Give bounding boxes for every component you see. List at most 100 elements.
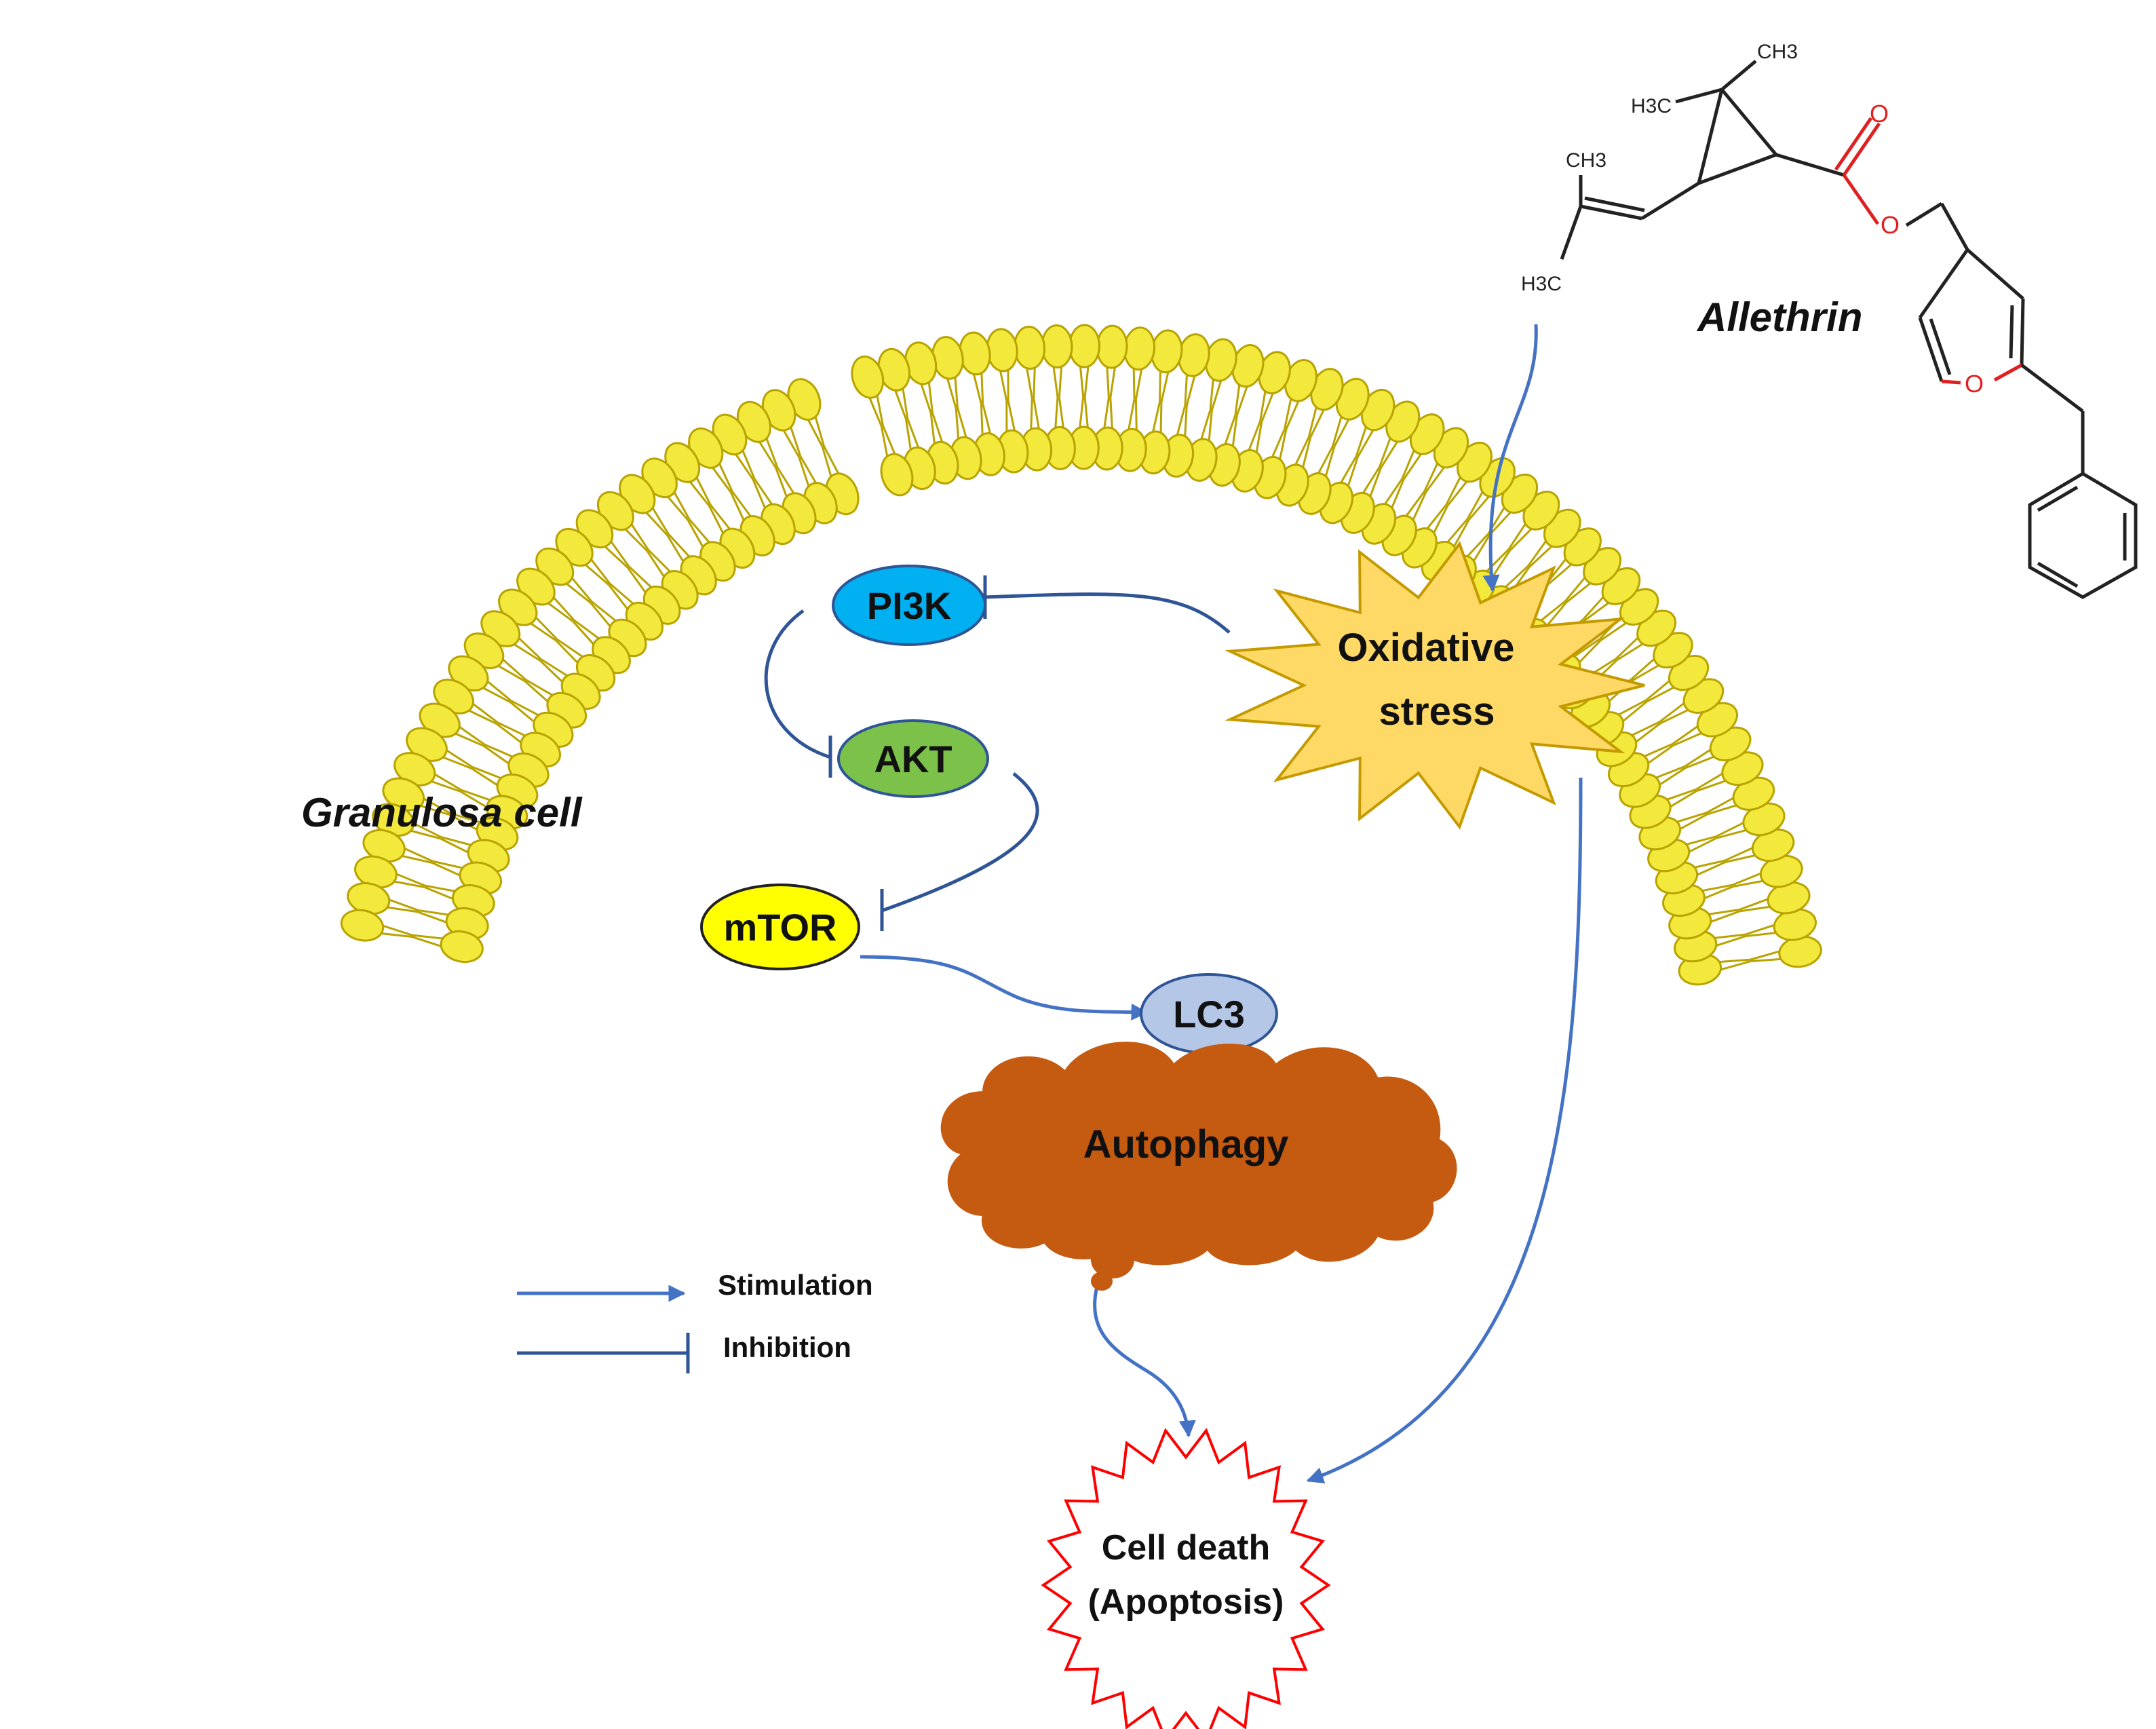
cell-death-node: Cell death (Apoptosis) (1041, 1428, 1331, 1729)
lipid-tail (608, 584, 630, 611)
lipid-tail (1307, 405, 1318, 438)
lipid-tail (821, 446, 833, 478)
lipid-tail (591, 601, 618, 623)
lipid-tail (540, 658, 569, 678)
lipid-tail (444, 748, 474, 768)
lipid-tail (1109, 366, 1117, 398)
mtor-node: mTOR (700, 884, 860, 970)
lipid-head (440, 930, 484, 964)
akt-node: AKT (837, 719, 989, 798)
lipid-tail (572, 620, 596, 646)
lipid-tail (433, 772, 462, 791)
lc3-node: LC3 (1140, 973, 1278, 1054)
lipid-tail (525, 679, 554, 697)
lipid-tail (1547, 563, 1573, 586)
lipid-tail (609, 539, 630, 567)
lipid-tail (1503, 565, 1529, 589)
lipid-tail (752, 479, 767, 510)
lipid-tail (688, 518, 711, 544)
methyl-label: H3C (1521, 273, 1562, 295)
lipid-tail (1446, 480, 1469, 506)
lipid-tail (1665, 788, 1697, 801)
lipid-tail (1390, 478, 1405, 510)
lipid-tail (1732, 879, 1765, 888)
lipid-tail (570, 576, 593, 603)
lipid-tail (1634, 722, 1661, 744)
lipid-tail (946, 377, 957, 408)
lipid-tail (412, 822, 442, 838)
lipid-tail (718, 461, 733, 492)
lipid-tail (432, 860, 465, 870)
oxygen-label: O (1965, 370, 1984, 398)
lipid-tail (1615, 636, 1640, 660)
lipid-tail (1507, 522, 1527, 550)
lipid-tail (1127, 399, 1136, 432)
lipid-tail (1411, 491, 1427, 522)
lipid-tail (1583, 601, 1611, 622)
lipid-tail (1285, 399, 1301, 430)
lipid-tail (1033, 398, 1041, 431)
lipid-tail (695, 476, 712, 506)
lipid-tail (534, 615, 558, 641)
lipid-tail (880, 425, 889, 458)
lipid-tail (412, 934, 444, 940)
lipid-tail (711, 466, 732, 493)
granulosa-cell-label: Granulosa cell (301, 790, 583, 835)
lipid-tail (1260, 392, 1275, 423)
lipid-tail (980, 404, 984, 436)
lipid-tail (417, 909, 450, 916)
lipid-tail (1739, 897, 1770, 911)
lipid-tail (1724, 846, 1754, 862)
lipid-tail (776, 466, 796, 495)
stimulation-legend-label: Stimulation (718, 1269, 873, 1301)
lipid-tail (999, 369, 1008, 401)
lipid-tail (1151, 401, 1161, 434)
lipid-tail (972, 373, 982, 404)
lipid-tail (497, 721, 527, 738)
lipid-tail (672, 491, 691, 520)
lipid-tail (1696, 779, 1728, 792)
lipid-tail (1685, 835, 1716, 846)
lipid-tail (954, 375, 959, 408)
lipid-tail (708, 505, 725, 535)
pi3k-node: PI3K (832, 565, 986, 646)
lipid-tail (1079, 396, 1085, 430)
lipid-tail (1134, 367, 1143, 400)
oxygen-label: O (1870, 100, 1889, 128)
lipid-tail (1709, 910, 1740, 924)
autophagy-label: Autophagy (1083, 1122, 1289, 1166)
lipid-tail (731, 491, 752, 518)
lipid-tail (539, 660, 564, 684)
lipid-tail (1725, 854, 1757, 864)
lipid-tail (1210, 379, 1223, 411)
lipid-tail (1713, 933, 1746, 939)
lipid-tail (1184, 405, 1188, 438)
allethrin-label: Allethrin (1696, 294, 1862, 340)
lipid-tail (651, 506, 670, 535)
lipid-tail (1083, 364, 1090, 398)
lipid-tail (1465, 533, 1489, 558)
lipid-tail (1033, 366, 1036, 399)
lipid-tail (893, 388, 907, 420)
lipid-tail (1630, 721, 1660, 737)
lipid-tail (1509, 527, 1533, 552)
lipid-tail (1695, 772, 1725, 791)
lipid-tail (484, 743, 515, 759)
lipid-tail (1718, 958, 1750, 964)
lipid-tail (957, 407, 968, 439)
lipid-tail (623, 527, 648, 552)
lipid-tail (423, 886, 455, 900)
lipid-tail (1646, 685, 1676, 703)
lipid-tail (471, 765, 503, 780)
lipid-tail (1199, 409, 1212, 441)
lipid-tail (730, 491, 746, 522)
lipid-tail (1176, 404, 1187, 437)
lipid-tail (1445, 475, 1462, 506)
lipid-tail (1425, 466, 1446, 493)
lipid-tail (1324, 446, 1336, 478)
lipid-tail (609, 583, 635, 606)
lipid-tail (1564, 575, 1587, 602)
lipid-tail (666, 495, 689, 521)
lipid-tail (1528, 544, 1554, 568)
